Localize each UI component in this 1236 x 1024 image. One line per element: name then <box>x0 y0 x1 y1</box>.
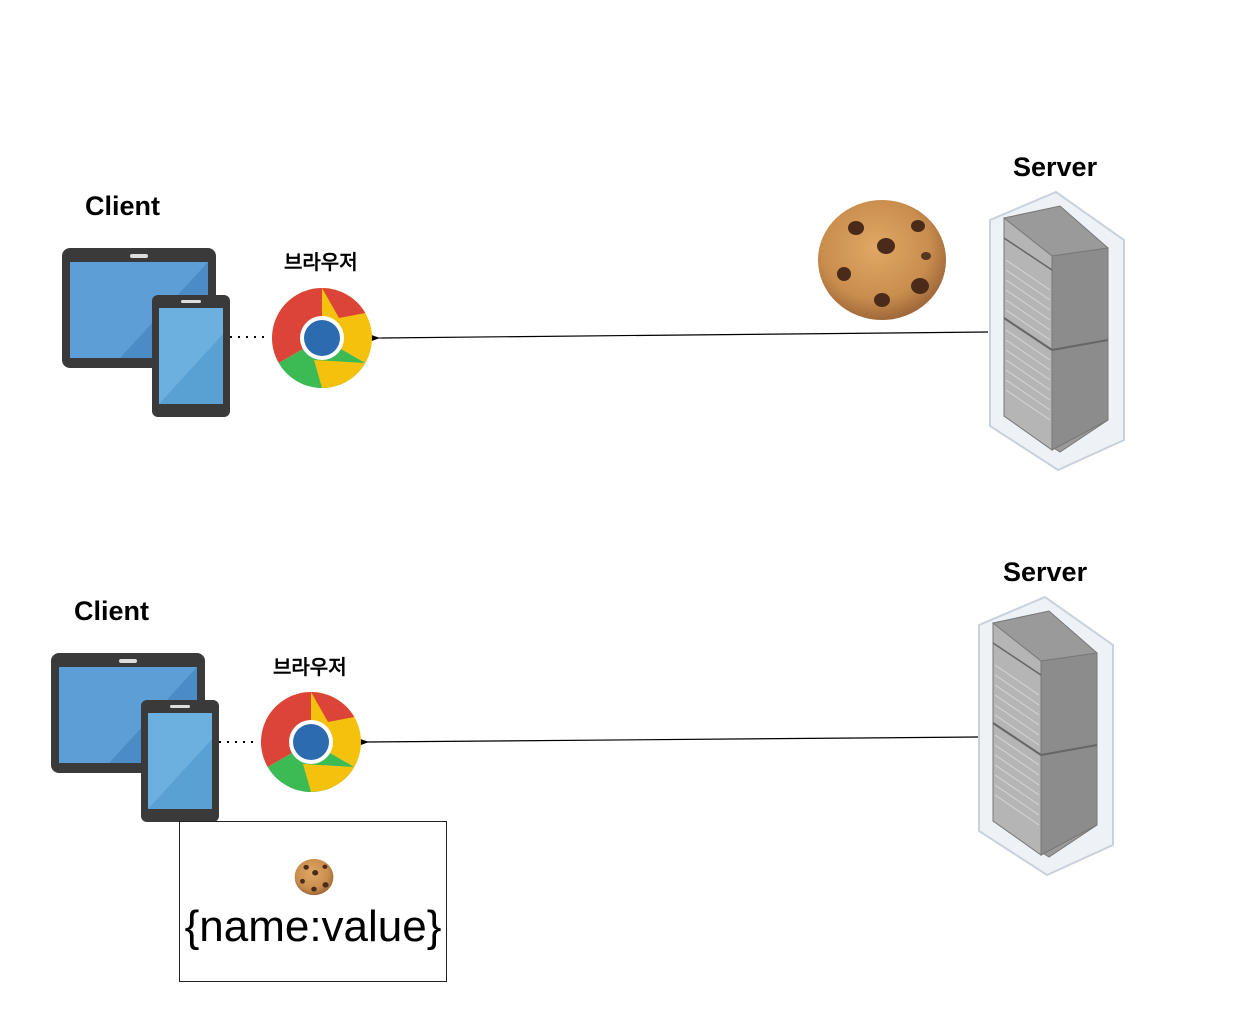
cookie-icon <box>294 858 334 896</box>
server-to-browser-arrow <box>354 736 979 748</box>
cookie-name-value-text: {name:value} <box>184 902 442 951</box>
chrome-browser-icon <box>259 690 363 794</box>
server-label: Server <box>1003 557 1088 587</box>
browser-label: 브라우저 <box>273 655 347 679</box>
phone-icon <box>152 295 230 417</box>
server-label: Server <box>1013 152 1098 182</box>
cookie-storage-box: {name:value} <box>179 821 447 982</box>
client-label: Client <box>74 596 150 626</box>
server-rack-icon <box>986 190 1128 472</box>
phone-icon <box>141 700 219 822</box>
server-to-browser-arrow <box>365 331 989 344</box>
client-devices <box>60 246 232 418</box>
cookie-icon <box>816 198 948 322</box>
client-label: Client <box>85 191 161 221</box>
server-rack-icon <box>975 595 1117 877</box>
chrome-browser-icon <box>270 286 374 390</box>
browser-label: 브라우저 <box>284 250 358 274</box>
client-devices <box>49 651 221 823</box>
